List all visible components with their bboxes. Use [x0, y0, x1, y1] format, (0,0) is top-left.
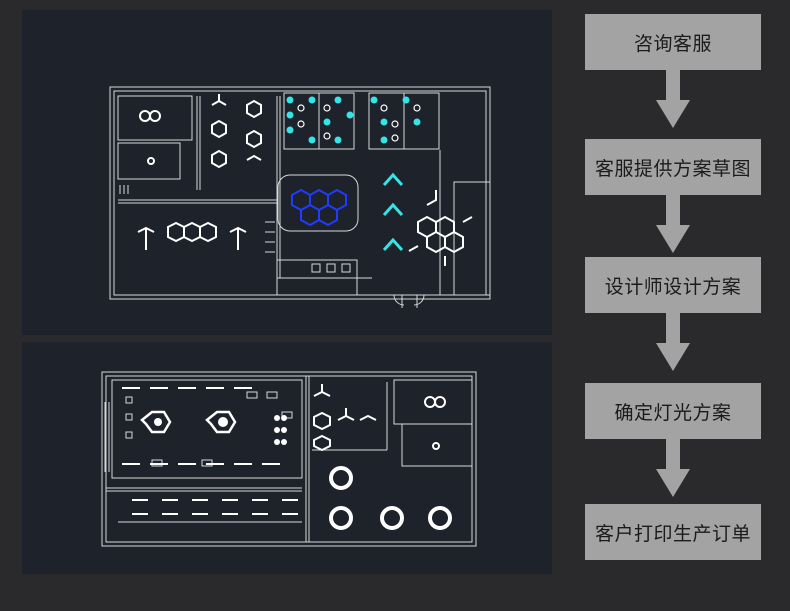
ring-lamps-large [329, 466, 452, 530]
down-arrow-icon [656, 195, 690, 253]
hex-cluster-large [408, 190, 473, 266]
bottom-outer-wall [101, 371, 477, 547]
linear-lights-top [122, 387, 280, 465]
floor-plan-top [109, 86, 491, 308]
hex-lights-desk [313, 384, 377, 452]
down-arrow-icon [656, 439, 690, 497]
ring-lamp-small [139, 110, 151, 122]
step-customer-order: 客户打印生产订单 [585, 504, 761, 560]
step-service-sketch: 客服提供方案草图 [585, 139, 761, 195]
step-consult-service: 咨询客服 [585, 14, 761, 70]
floor-plan-top-panel [22, 10, 552, 335]
chevron-lights [382, 172, 404, 252]
top-outer-wall [109, 86, 491, 300]
hex-light-group-room [137, 221, 247, 250]
step-designer-plan: 设计师设计方案 [585, 257, 761, 313]
down-arrow-icon [656, 70, 690, 128]
floor-plan-bottom-panel [22, 342, 552, 574]
floor-plan-bottom [101, 371, 477, 547]
hex-lamps-gym [140, 410, 237, 434]
linear-lights-corridor [132, 499, 298, 515]
workstation-lights [286, 96, 421, 144]
down-arrow-icon [656, 313, 690, 371]
step-confirm-lighting: 确定灯光方案 [585, 383, 761, 439]
hex-light-group-desk [211, 94, 262, 169]
conference-hex-light [291, 188, 347, 227]
